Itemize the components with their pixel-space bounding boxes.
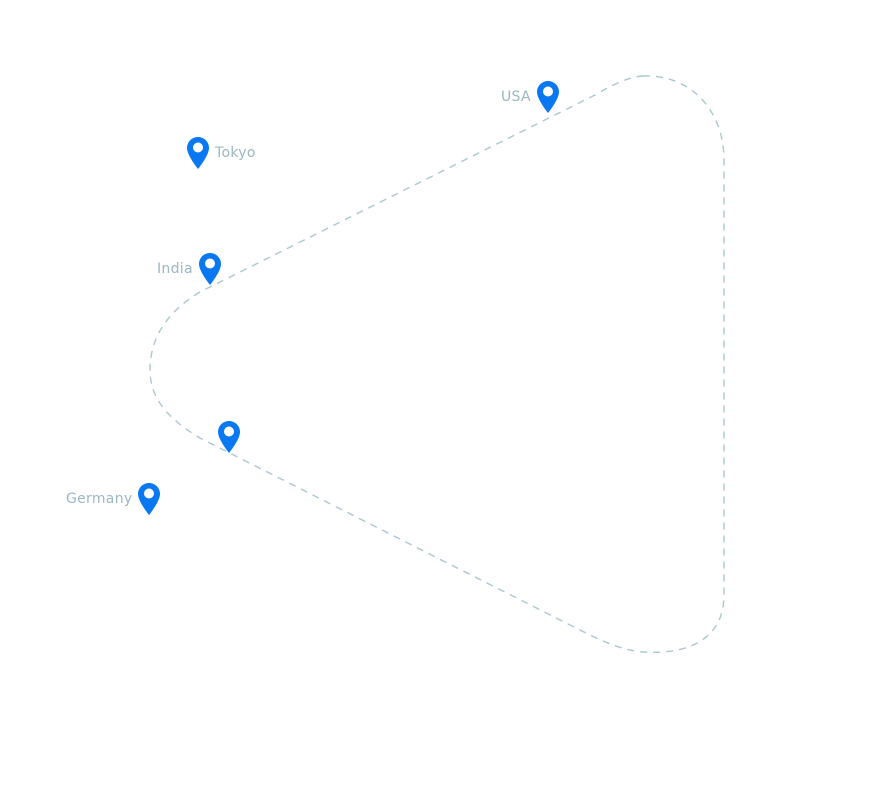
map-pin-icon bbox=[536, 81, 559, 113]
map-marker-india[interactable]: India bbox=[157, 253, 221, 285]
map-pin-icon bbox=[198, 253, 221, 285]
map-marker-usa[interactable]: USA bbox=[501, 81, 559, 113]
map-marker-germany[interactable]: Germany bbox=[66, 483, 161, 515]
map-marker-unlabeled[interactable] bbox=[218, 421, 246, 453]
marker-label-usa: USA bbox=[501, 89, 531, 105]
marker-label-india: India bbox=[157, 261, 193, 277]
dashed-route-path bbox=[149, 75, 725, 654]
map-pin-icon bbox=[138, 483, 161, 515]
map-pin-icon bbox=[218, 421, 240, 453]
marker-label-germany: Germany bbox=[66, 491, 133, 507]
map-pin-icon bbox=[187, 137, 209, 169]
marker-label-tokyo: Tokyo bbox=[215, 145, 256, 161]
map-marker-tokyo[interactable]: Tokyo bbox=[187, 137, 256, 169]
